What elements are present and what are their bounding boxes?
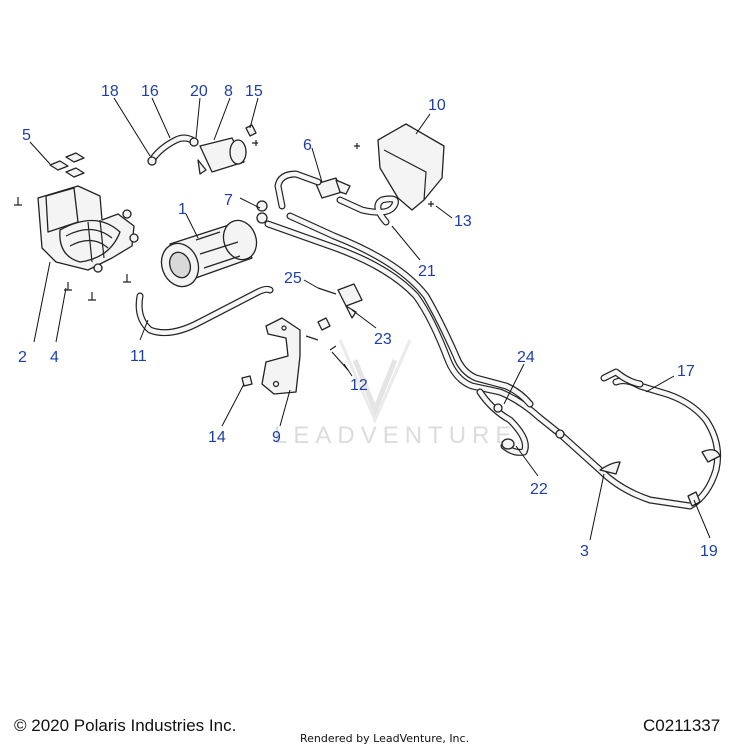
hose-11 (135, 285, 274, 337)
callout-14: 14 (208, 429, 226, 446)
callout-6: 6 (303, 137, 312, 154)
fitting-23 (317, 283, 363, 319)
callout-13: 13 (454, 213, 472, 230)
callout-19: 19 (700, 543, 718, 560)
callout-16: 16 (141, 83, 159, 100)
diagram-code: C0211337 (643, 716, 721, 735)
evap-canister (160, 219, 258, 288)
callout-24: 24 (517, 349, 535, 366)
callout-8: 8 (224, 83, 233, 100)
callout-5: 5 (22, 127, 31, 144)
callout-22: 22 (530, 481, 548, 498)
callout-numbers: 1 2 3 4 5 6 7 8 9 10 11 12 13 14 15 16 1… (18, 83, 718, 560)
callout-17: 17 (677, 363, 695, 380)
callout-23: 23 (374, 331, 392, 348)
callout-3: 3 (580, 543, 589, 560)
callout-20: 20 (190, 83, 208, 100)
callout-2: 2 (18, 349, 27, 366)
callout-12: 12 (350, 377, 368, 394)
purge-valve (256, 170, 351, 224)
hose-21 (336, 195, 399, 226)
watermark-logo (338, 339, 412, 424)
callout-15: 15 (245, 83, 263, 100)
callout-7: 7 (224, 192, 233, 209)
vent-lines-24 (264, 212, 722, 510)
copyright-notice: © 2020 Polaris Industries Inc. (14, 716, 237, 735)
bracket-assembly (14, 152, 139, 301)
callout-4: 4 (50, 349, 59, 366)
leader-lines (29, 97, 711, 541)
valve-group (147, 124, 258, 175)
mounting-bracket-9 (241, 317, 349, 395)
heat-shield (354, 123, 445, 211)
callout-9: 9 (272, 429, 281, 446)
callout-21: 21 (418, 263, 436, 280)
callout-11: 11 (130, 348, 147, 365)
rendered-by-credit: Rendered by LeadVenture, Inc. (300, 732, 470, 745)
callout-10: 10 (428, 97, 446, 114)
watermark-text: LEADVENTURE (274, 422, 517, 449)
callout-25: 25 (284, 270, 302, 287)
callout-18: 18 (101, 83, 119, 100)
callout-1: 1 (178, 201, 187, 218)
